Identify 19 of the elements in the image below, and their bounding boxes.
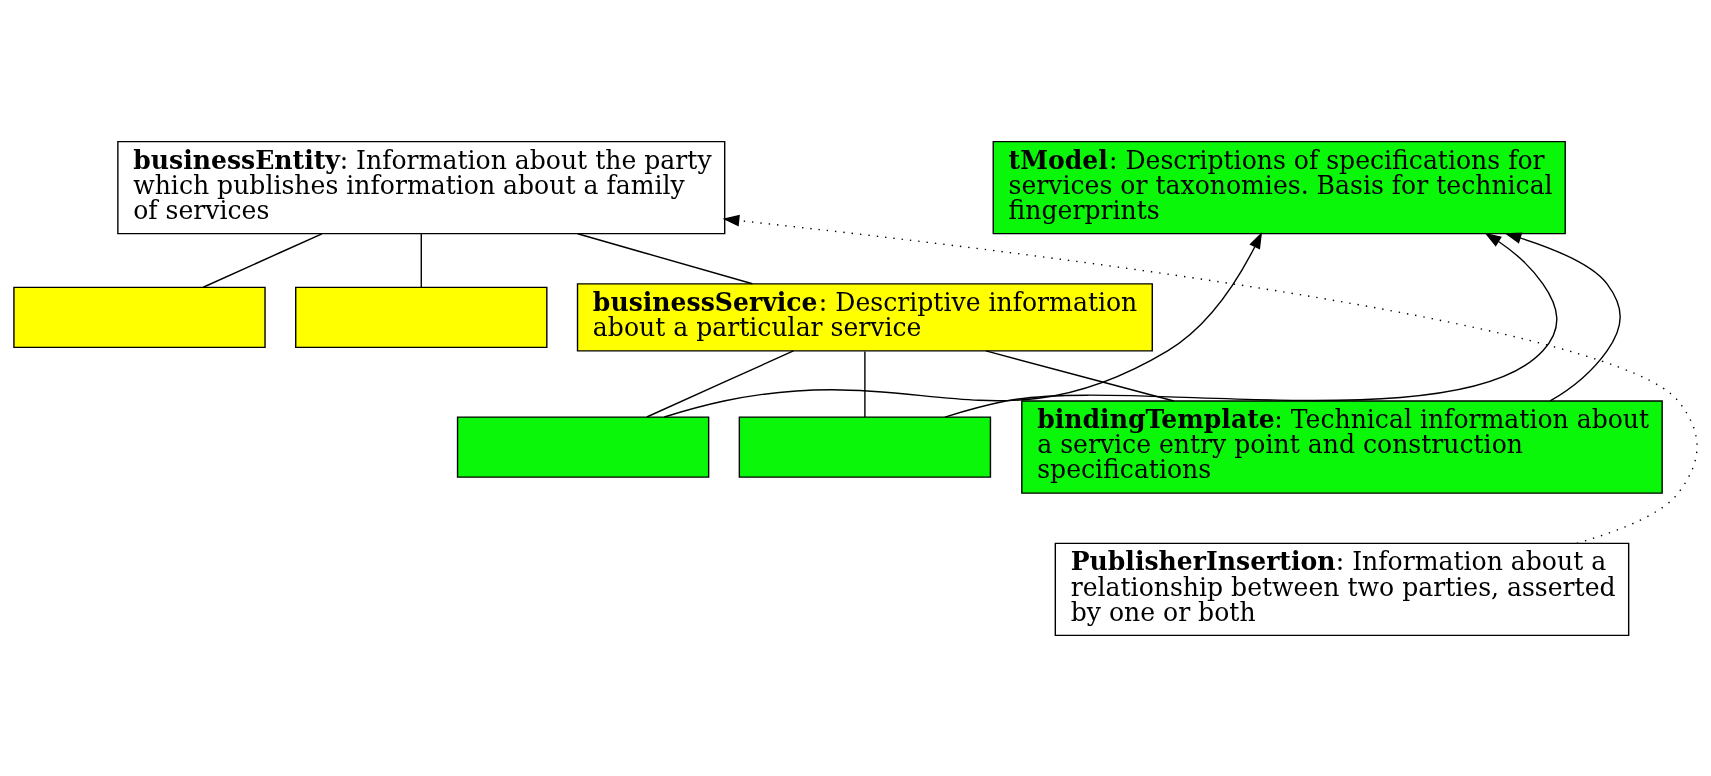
- node-box: [738, 415, 992, 478]
- connector: [985, 349, 1175, 402]
- arrow: [722, 214, 1698, 544]
- connector: [646, 349, 795, 418]
- node-box: tModel: Descriptions of specifications for services or taxonomies. Basis for technical fingerprints: [992, 140, 1566, 234]
- connector: [420, 232, 422, 288]
- connector: [576, 232, 754, 284]
- node-box: bindingTemplate: Technical information about a service entry point and construction specifications: [1021, 399, 1663, 494]
- connector: [202, 232, 323, 288]
- node-box: [13, 286, 266, 348]
- node-box: businessService: Descriptive information about a particular service: [576, 282, 1153, 352]
- arrow: [663, 231, 1263, 418]
- connector: [864, 350, 866, 418]
- node-box: businessEntity: Information about the party which publishes information about a family of services: [117, 140, 726, 234]
- node-box: PublisherInsertion: Information about a relationship between two parties, asserted by one or both: [1054, 542, 1630, 636]
- arrow: [1504, 231, 1621, 402]
- node-box: [295, 286, 548, 348]
- node-box: [456, 415, 710, 478]
- arrow: [944, 232, 1558, 418]
